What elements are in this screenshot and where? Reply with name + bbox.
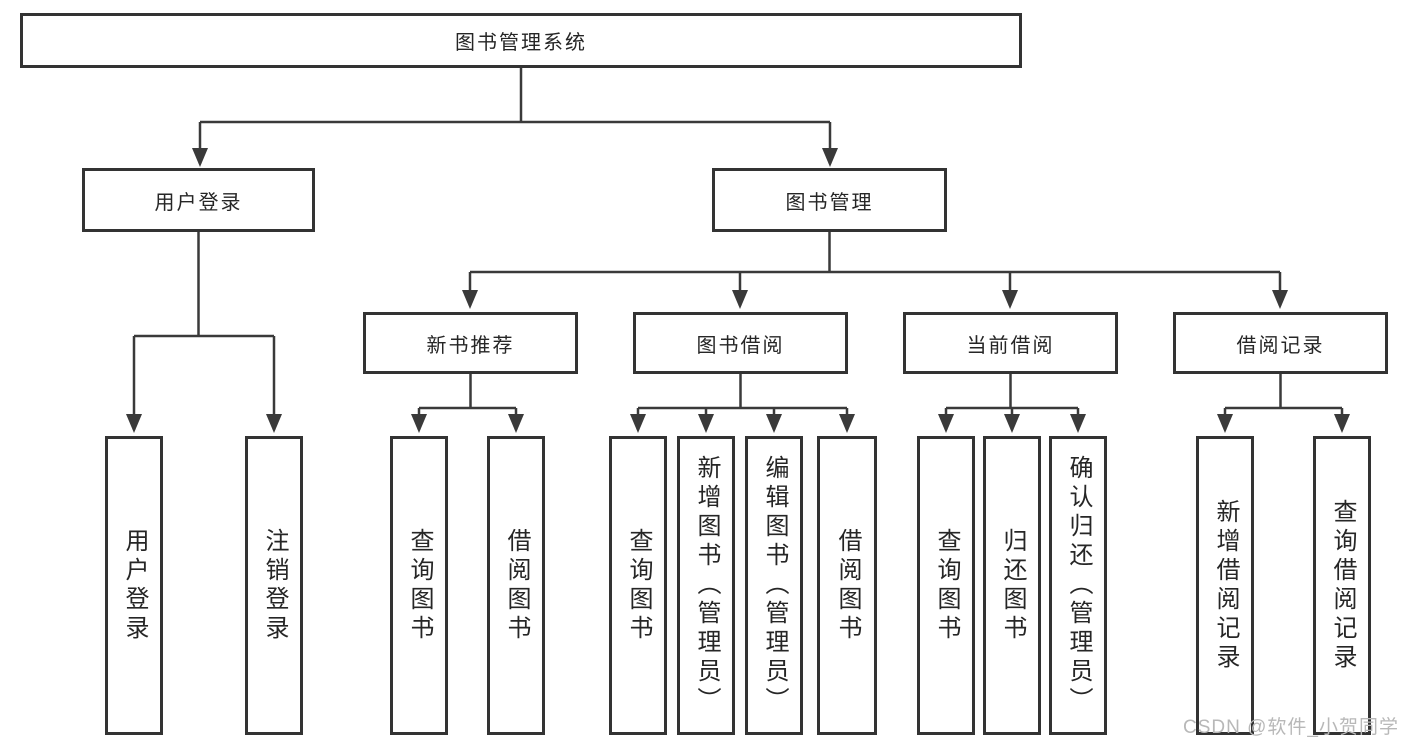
node-book-borrow: 图书借阅 xyxy=(633,312,848,374)
leaf-edit-books-admin: 编辑图书（管理员） xyxy=(745,436,803,735)
leaf-label: 查询借阅记录 xyxy=(1329,498,1356,673)
leaf-confirm-return-admin: 确认归还（管理员） xyxy=(1049,436,1107,735)
node-new-book-recommend: 新书推荐 xyxy=(363,312,578,374)
leaf-label: 用户登录 xyxy=(121,527,148,644)
leaf-query-books-recommend: 查询图书 xyxy=(390,436,448,735)
leaf-add-books-admin: 新增图书（管理员） xyxy=(677,436,735,735)
csdn-watermark: CSDN @软件_小贺同学 xyxy=(1183,717,1399,738)
leaf-label: 注销登录 xyxy=(261,527,288,644)
node-borrow-records: 借阅记录 xyxy=(1173,312,1388,374)
rail-book-borrow xyxy=(638,374,847,410)
leaf-add-borrow-record: 新增借阅记录 xyxy=(1196,436,1254,735)
rail-root xyxy=(200,68,830,124)
leaf-logout: 注销登录 xyxy=(245,436,303,735)
leaf-label: 新增借阅记录 xyxy=(1212,498,1239,673)
leaf-label: 新增图书（管理员） xyxy=(693,455,720,716)
rail-book-management xyxy=(470,232,1280,274)
leaf-label: 借阅图书 xyxy=(503,527,530,644)
leaf-query-books-borrow: 查询图书 xyxy=(609,436,667,735)
leaf-query-books-current: 查询图书 xyxy=(917,436,975,735)
node-current-borrow: 当前借阅 xyxy=(903,312,1118,374)
leaf-label: 归还图书 xyxy=(999,527,1026,644)
leaf-label: 查询图书 xyxy=(625,527,652,644)
leaf-user-login: 用户登录 xyxy=(105,436,163,735)
leaf-query-borrow-record: 查询借阅记录 xyxy=(1313,436,1371,735)
leaf-label: 借阅图书 xyxy=(834,527,861,644)
leaf-label: 编辑图书（管理员） xyxy=(761,455,788,716)
leaf-borrow-books-recommend: 借阅图书 xyxy=(487,436,545,735)
leaf-borrow-books: 借阅图书 xyxy=(817,436,877,735)
rail-borrow-records xyxy=(1225,374,1342,410)
leaf-label: 查询图书 xyxy=(933,527,960,644)
rail-current-borrow xyxy=(946,374,1078,410)
rail-user-login xyxy=(134,232,274,338)
rail-new-book xyxy=(419,374,516,410)
leaf-label: 确认归还（管理员） xyxy=(1065,455,1092,716)
leaf-return-books: 归还图书 xyxy=(983,436,1041,735)
node-root-system: 图书管理系统 xyxy=(20,13,1022,68)
node-user-login: 用户登录 xyxy=(82,168,315,232)
node-book-management: 图书管理 xyxy=(712,168,947,232)
leaf-label: 查询图书 xyxy=(406,527,433,644)
